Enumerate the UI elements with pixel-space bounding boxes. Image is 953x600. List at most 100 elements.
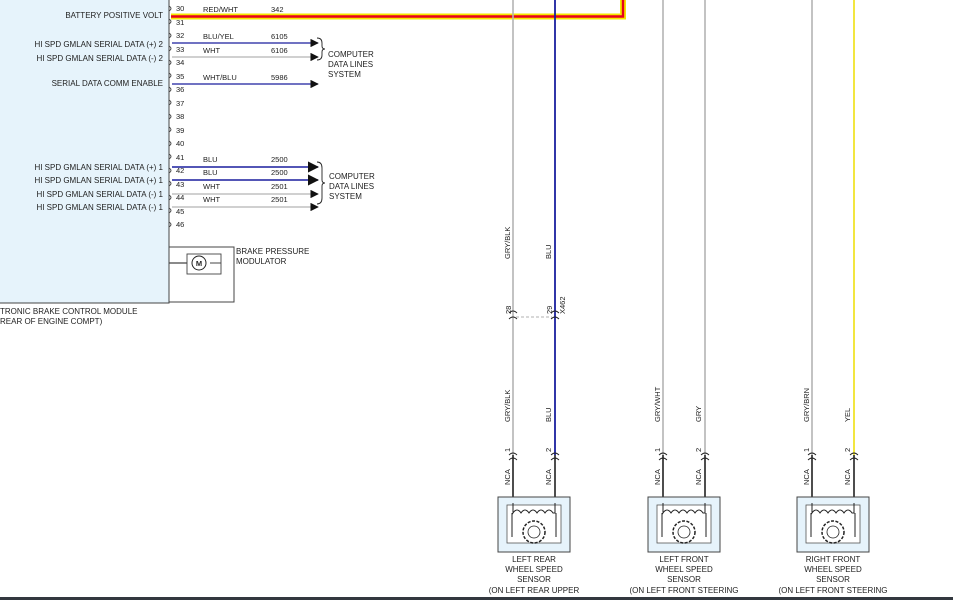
wire-color: GRY/WHT [653,386,662,422]
connector-pin: 29 [545,306,554,314]
serial-data-wires [172,37,326,212]
wire-circuit: 2500 [271,168,288,177]
pin-number: 41 [176,153,184,162]
wire-circuit: 5986 [271,73,288,82]
pin-number: 40 [176,139,184,148]
pin-number: 42 [176,166,184,175]
sensor-coil-icon [811,503,855,515]
battery-positive-wire [171,0,626,20]
wire-color: BLU [544,244,553,259]
nca-label: NCA [843,469,852,485]
module-body [0,0,170,304]
signal-label: SERIAL DATA COMM ENABLE [52,79,163,88]
module-pin-numbers: 30 31 32 33 34 35 36 37 38 39 40 41 42 4… [176,4,184,229]
motor-symbol: M [196,259,202,268]
brake-pressure-modulator: M BRAKE PRESSURE MODULATOR [168,246,309,303]
wire-color: BLU [544,407,553,422]
sensor-label: SENSOR [816,575,850,584]
wire-color: WHT [203,182,220,191]
nca-label: NCA [503,469,512,485]
wire-circuit: 6105 [271,32,288,41]
sensor-pin: 2 [694,448,703,452]
wire-color: BLU/YEL [203,32,234,41]
nca-label: NCA [544,469,553,485]
system-label: DATA LINES [329,182,374,191]
wire-circuit: 2500 [271,155,288,164]
module-connector [168,5,172,228]
pin-number: 30 [176,4,184,13]
wire-circuit: 2501 [271,195,288,204]
wire-circuit: 6106 [271,46,288,55]
wire-color: WHT [203,46,220,55]
left-rear-wheel-speed-sensor: LEFT REAR WHEEL SPEED SENSOR (ON LEFT RE… [489,496,580,595]
modulator-label: MODULATOR [236,257,287,266]
pin-number: 32 [176,31,184,40]
wire-circuit: 342 [271,5,284,14]
wire-circuit: 2501 [271,182,288,191]
wire-color: WHT/BLU [203,73,237,82]
sensor-label: SENSOR [517,575,551,584]
sensor-pin: 2 [544,448,553,452]
sensor-pin-labels: 1 2 1 2 1 2 NCA NCA NCA NCA NCA NCA [503,448,852,485]
sensor-label: WHEEL SPEED [655,565,713,574]
data-lines-system-2: COMPUTER DATA LINES SYSTEM [329,172,375,201]
signal-label: HI SPD GMLAN SERIAL DATA (-) 2 [36,54,163,63]
module-name-line2: REAR OF ENGINE COMPT) [0,317,103,326]
wire-color: GRY [694,406,703,422]
system-label: SYSTEM [329,192,362,201]
signal-label: HI SPD GMLAN SERIAL DATA (-) 1 [36,190,163,199]
connector-name: X462 [558,296,567,314]
nca-label: NCA [653,469,662,485]
sensor-pin: 1 [653,448,662,452]
pin-number: 39 [176,126,184,135]
signal-label: HI SPD GMLAN SERIAL DATA (+) 2 [34,40,163,49]
pin-number: 38 [176,112,184,121]
tone-wheel-icon [672,520,696,544]
sensor-label: LEFT FRONT [659,555,708,564]
signal-labels: BATTERY POSITIVE VOLT HI SPD GMLAN SERIA… [34,11,163,212]
inline-connector-x462: 28 29 X462 [504,296,567,320]
right-front-wheel-speed-sensor: RIGHT FRONT WHEEL SPEED SENSOR (ON LEFT … [778,496,888,595]
connector-pin: 28 [504,306,513,314]
sensor-pin: 2 [843,448,852,452]
brake-control-module: TRONIC BRAKE CONTROL MODULE REAR OF ENGI… [0,0,170,326]
pin-number: 46 [176,220,184,229]
wire-color: RED/WHT [203,5,238,14]
pin-number: 31 [176,18,184,27]
pin-number: 34 [176,58,184,67]
wire-color: BLU [203,155,218,164]
sensor-label: (ON LEFT REAR UPPER [489,586,580,595]
sensor-coil-icon [512,503,556,515]
vertical-wires [512,0,855,503]
system-label: COMPUTER [329,172,375,181]
module-name-line1: TRONIC BRAKE CONTROL MODULE [0,307,138,316]
tone-wheel-icon [821,520,845,544]
pin-number: 37 [176,99,184,108]
nca-label: NCA [802,469,811,485]
sensor-label: WHEEL SPEED [505,565,563,574]
wire-color: YEL [843,408,852,422]
sensor-label: WHEEL SPEED [804,565,862,574]
left-front-wheel-speed-sensor: LEFT FRONT WHEEL SPEED SENSOR (ON LEFT F… [629,496,739,595]
signal-label: HI SPD GMLAN SERIAL DATA (+) 1 [34,163,163,172]
sensor-label: LEFT REAR [512,555,556,564]
wire-color: GRY/BLK [503,227,512,259]
pin-number: 44 [176,193,184,202]
sensor-pin: 1 [802,448,811,452]
window-bottom-edge [0,597,953,600]
sensor-connector-marks [508,452,859,461]
data-lines-system-1: COMPUTER DATA LINES SYSTEM [328,50,374,79]
wire-labels: RED/WHT 342 BLU/YEL 6105 WHT 6106 WHT/BL… [203,5,288,204]
nca-label: NCA [694,469,703,485]
signal-label: BATTERY POSITIVE VOLT [65,11,163,20]
modulator-label: BRAKE PRESSURE [236,247,309,256]
wire-color: GRY/BRN [802,388,811,422]
wire-color: GRY/BLK [503,390,512,422]
sensor-coil-icon [662,503,706,515]
vertical-wire-labels-upper: GRY/BLK BLU [503,227,553,259]
system-label: DATA LINES [328,60,373,69]
pin-number: 35 [176,72,184,81]
system-label: SYSTEM [328,70,361,79]
pin-number: 36 [176,85,184,94]
